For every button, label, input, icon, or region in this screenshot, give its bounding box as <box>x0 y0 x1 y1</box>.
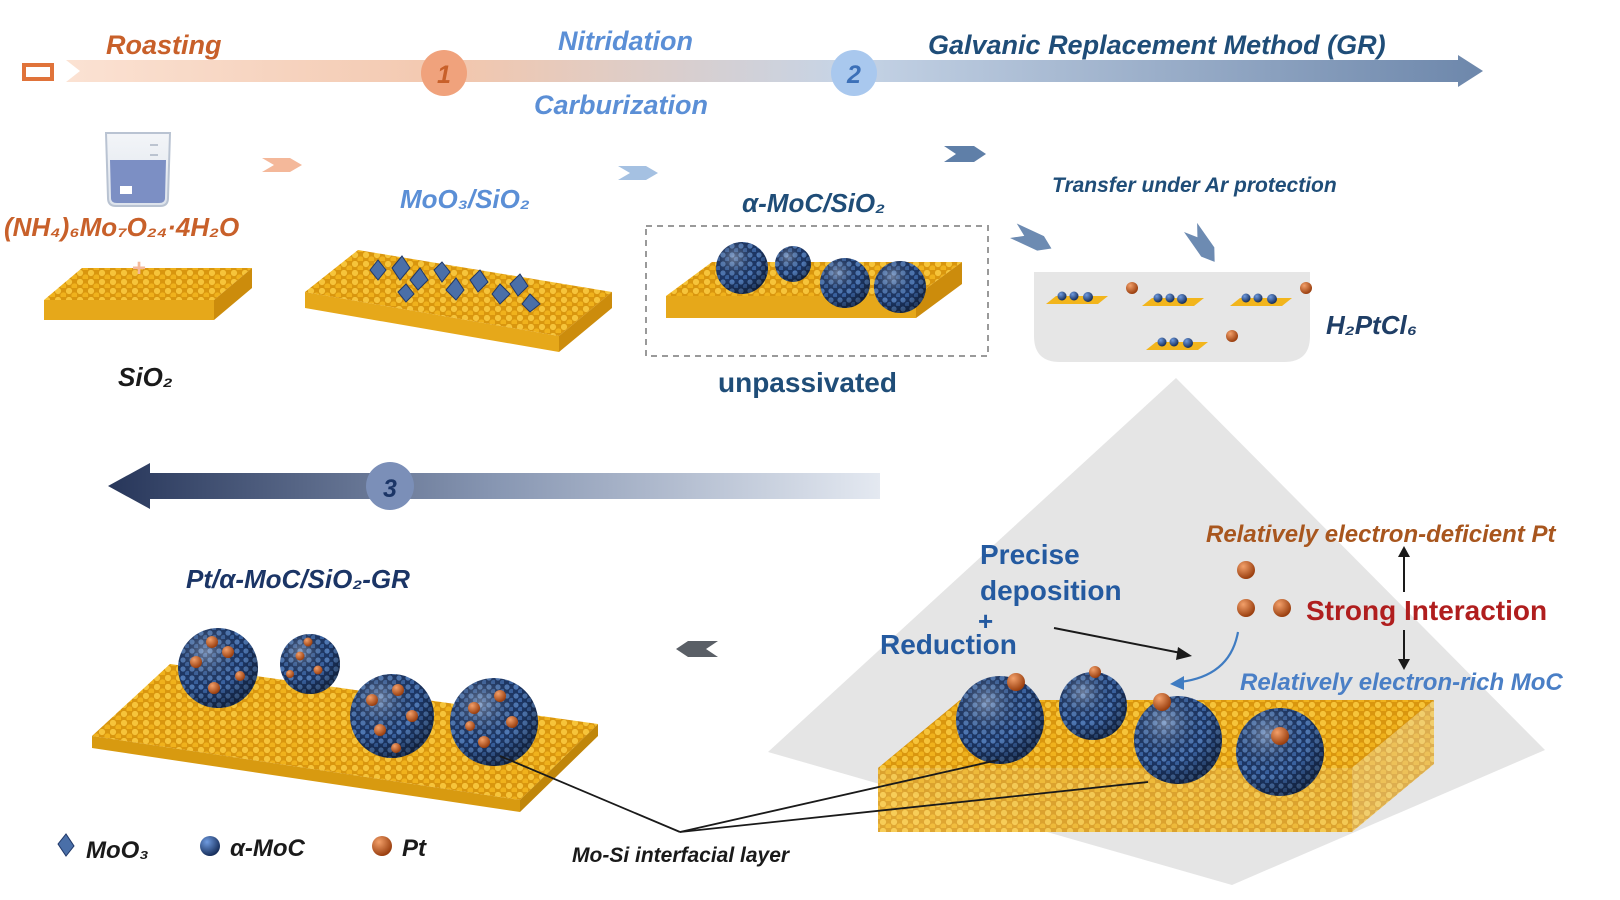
legend <box>57 833 392 857</box>
step-2-badge <box>831 50 877 96</box>
electron-rich-label: Relatively electron-rich MoC <box>1240 669 1563 696</box>
up-arrow-head-icon <box>1398 546 1410 557</box>
gr-method-label: Galvanic Replacement Method (GR) <box>928 30 1386 60</box>
chevron-arrow-back-icon <box>676 641 718 657</box>
electron-transfer-curve <box>1179 631 1240 684</box>
legend-moc-icon <box>200 836 220 856</box>
h2ptcl6-label: H₂PtCl₆ <box>1326 310 1417 340</box>
step-2-number: 2 <box>846 61 861 89</box>
nitridation-label: Nitridation <box>558 26 693 56</box>
moo3-sio2-slab <box>305 250 612 352</box>
start-marker-icon <box>22 63 54 81</box>
down-arrow-head-icon <box>1398 659 1410 670</box>
chevron-arrow-3-icon <box>944 146 986 162</box>
interface-label: Mo-Si interfacial layer <box>572 844 791 867</box>
unpassivated-frame <box>645 225 989 357</box>
strong-interaction-label: Strong Interaction <box>1306 595 1547 626</box>
chevron-arrow-2-icon <box>618 166 658 180</box>
product-label: Pt/α-MoC/SiO₂-GR <box>186 564 410 594</box>
step-3-number: 3 <box>383 475 397 503</box>
transfer-label: Transfer under Ar protection <box>1052 174 1337 197</box>
chevron-arrow-1-icon <box>262 158 302 172</box>
legend-pt-label: Pt <box>402 835 427 862</box>
reduction-label: Reduction <box>880 629 1017 660</box>
electron-deficient-label: Relatively electron-deficient Pt <box>1206 521 1556 548</box>
deposition-arrow <box>1053 627 1187 655</box>
moo3-sio2-label: MoO₃/SiO₂ <box>400 184 530 214</box>
sio2-label: SiO₂ <box>118 362 173 392</box>
bottom-process-arrow <box>108 462 880 510</box>
top-process-arrow <box>22 50 1483 96</box>
product-particles <box>178 628 538 766</box>
moo3-crystals <box>369 255 541 313</box>
interface-leader-lines <box>499 755 1149 833</box>
unpassivated-label: unpassivated <box>718 367 897 398</box>
moc-sio2-label: α-MoC/SiO₂ <box>742 188 885 218</box>
legend-pt-icon <box>372 836 392 856</box>
step-1-badge <box>421 50 467 96</box>
legend-moo3-label: MoO₃ <box>86 837 149 864</box>
electron-transfer-head-icon <box>1170 676 1184 690</box>
chevron-arrow-4-icon <box>1010 223 1052 251</box>
dish-samples <box>1046 282 1312 350</box>
roasting-label: Roasting <box>106 30 222 60</box>
deposition-label: deposition <box>980 575 1122 606</box>
sio2-support-slab <box>44 268 252 320</box>
mechanism-moc-particles <box>956 672 1324 796</box>
deposition-arrow-head-icon <box>1176 647 1192 660</box>
legend-moc-label: α-MoC <box>230 835 306 862</box>
legend-moo3-icon <box>57 833 75 857</box>
mechanism-plus-sign: + <box>978 606 993 636</box>
carburization-label: Carburization <box>534 90 708 120</box>
precise-label: Precise <box>980 539 1080 570</box>
beaker-icon <box>104 132 172 207</box>
mechanism-pt-atoms <box>1007 561 1291 745</box>
chevron-arrow-5-icon <box>1184 222 1215 262</box>
h2ptcl6-dish <box>1034 272 1310 362</box>
product-pt-atoms <box>190 636 518 753</box>
moc-particles <box>716 242 926 313</box>
step-1-number: 1 <box>437 61 451 89</box>
step-3-badge <box>366 462 414 510</box>
precursor-label: (NH₄)₆Mo₇O₂₄·4H₂O <box>4 212 239 242</box>
plus-sign: + <box>132 255 146 282</box>
